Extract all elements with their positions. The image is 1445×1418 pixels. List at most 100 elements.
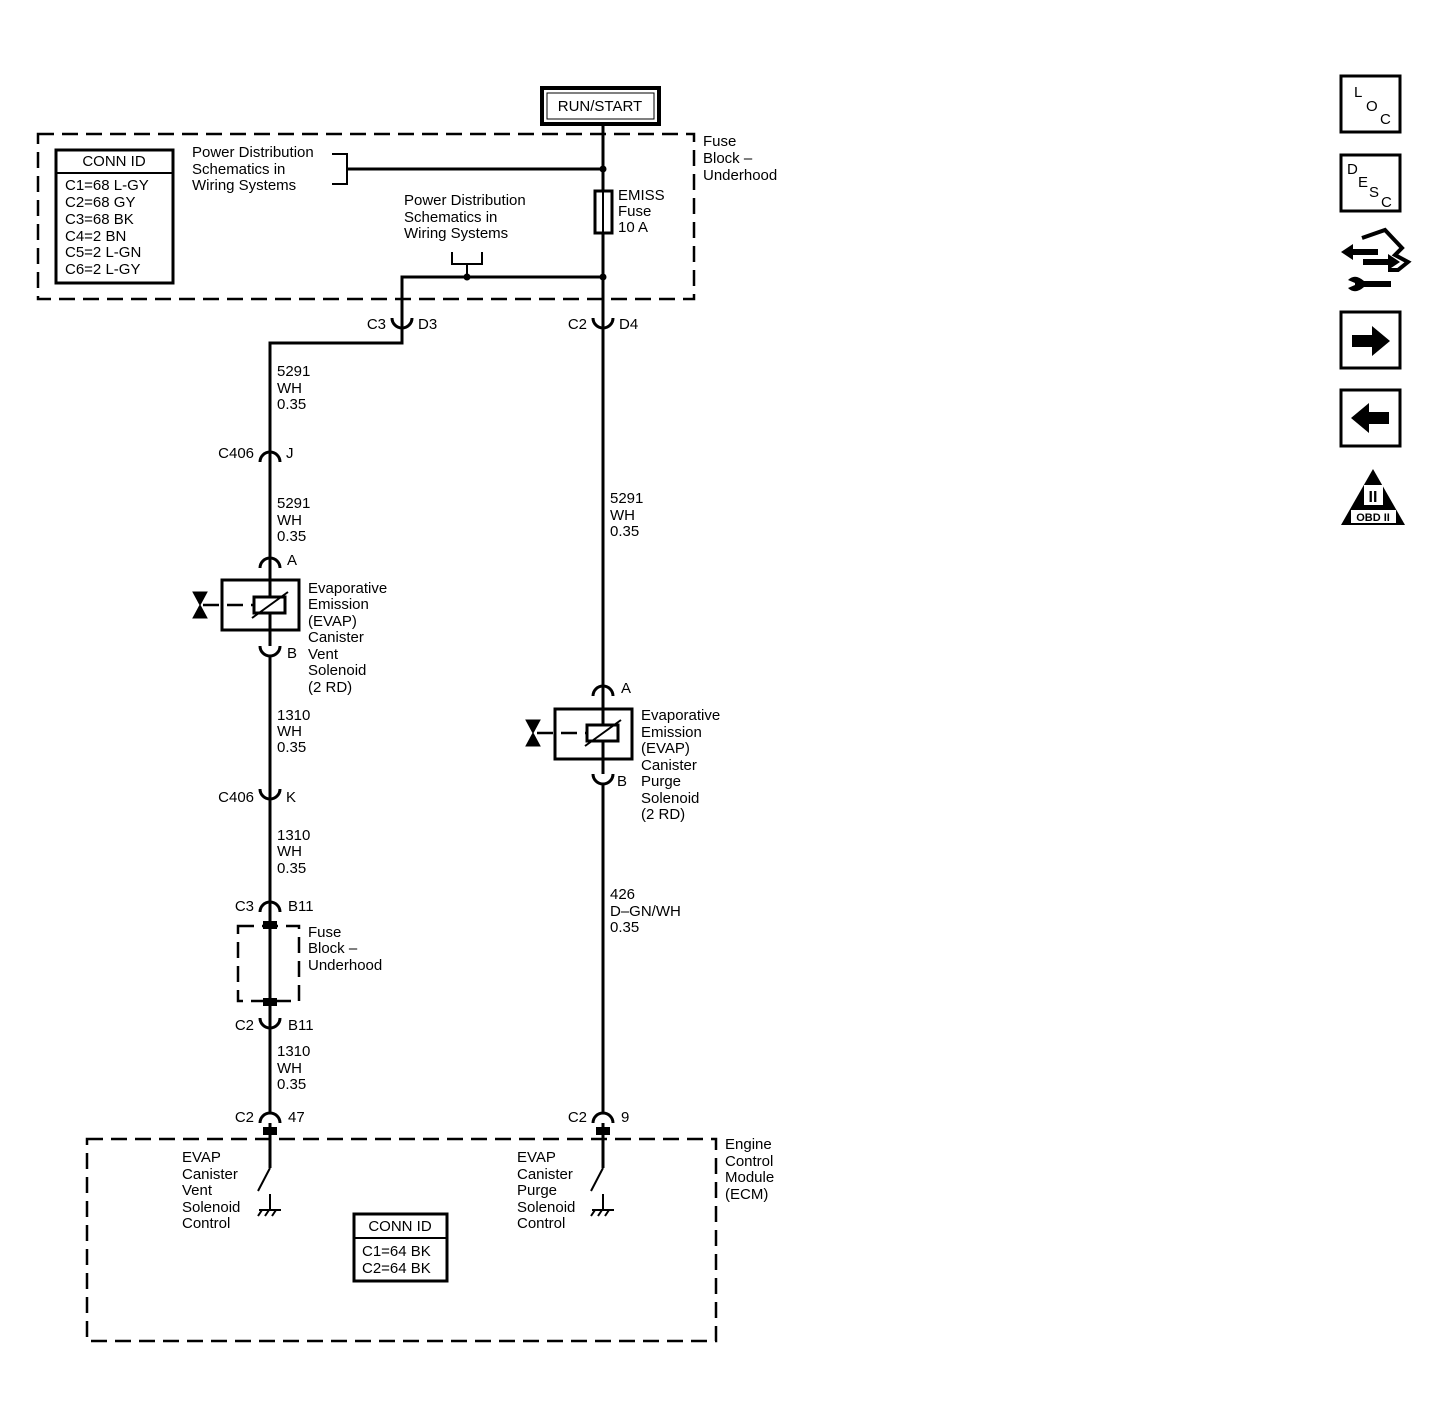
wire-5291-a — [268, 328, 404, 452]
valve-icon — [192, 591, 208, 619]
previous-page-button[interactable] — [1339, 388, 1402, 448]
svg-text:Underhood: Underhood — [308, 957, 382, 974]
ecm-purge-driver — [590, 1123, 614, 1217]
conn-id-row: C5=2 L-GN — [65, 244, 141, 261]
svg-text:C3: C3 — [235, 898, 254, 915]
svg-text:B: B — [617, 773, 627, 790]
ecm-vent-driver — [257, 1123, 281, 1217]
svg-text:5291: 5291 — [277, 495, 310, 512]
emiss-fuse-label: EMISS Fuse 10 A — [618, 187, 665, 236]
svg-text:10 A: 10 A — [618, 219, 648, 236]
svg-text:WH: WH — [277, 723, 302, 740]
svg-text:(EVAP): (EVAP) — [308, 613, 357, 630]
svg-text:Canister: Canister — [308, 629, 364, 646]
svg-text:WH: WH — [277, 380, 302, 397]
svg-text:Solenoid: Solenoid — [308, 662, 366, 679]
arrow-right-icon — [1352, 326, 1390, 356]
wire-label-1310-c: 1310 WH 0.35 — [277, 1043, 310, 1093]
svg-text:Evaporative: Evaporative — [308, 580, 387, 597]
svg-text:0.35: 0.35 — [610, 523, 639, 540]
svg-text:Module: Module — [725, 1169, 774, 1186]
svg-text:9: 9 — [621, 1109, 629, 1126]
connector-c2-b11: C2 B11 — [235, 1017, 314, 1034]
wire-label-5291-b: 5291 WH 0.35 — [277, 495, 310, 545]
svg-text:1310: 1310 — [277, 1043, 310, 1060]
conn-id-row: C6=2 L-GY — [65, 261, 140, 278]
svg-text:Control: Control — [725, 1153, 773, 1170]
arrow-left-icon — [1351, 403, 1389, 433]
description-button[interactable]: D E S C — [1339, 153, 1402, 213]
wire-label-426: 426 D–GN/WH 0.35 — [610, 886, 681, 936]
conn-id-row: C3=68 BK — [65, 211, 134, 228]
ecm-purge-control-label: EVAP Canister Purge Solenoid Control — [517, 1149, 575, 1232]
svg-text:Control: Control — [182, 1215, 230, 1232]
svg-text:K: K — [286, 789, 296, 806]
svg-text:S: S — [1369, 184, 1379, 201]
bus-wire-left — [400, 275, 603, 318]
connector-repair-button[interactable] — [1341, 227, 1412, 292]
conn-id-ecm-table: CONN ID C1=64 BK C2=64 BK — [352, 1212, 449, 1283]
svg-text:C2: C2 — [235, 1109, 254, 1126]
wire-label-1310-a: 1310 WH 0.35 — [277, 707, 310, 756]
svg-text:(ECM): (ECM) — [725, 1186, 768, 1203]
connector-c2-9: C2 9 — [568, 1109, 630, 1126]
connector-c3-b11: C3 B11 — [235, 898, 314, 915]
svg-text:Emission: Emission — [308, 596, 369, 613]
svg-text:C2: C2 — [235, 1017, 254, 1034]
purge-solenoid: A B — [525, 680, 634, 790]
wire-label-5291-a: 5291 WH 0.35 — [277, 363, 310, 413]
next-page-button[interactable] — [1339, 310, 1402, 370]
svg-text:Wiring Systems: Wiring Systems — [404, 225, 508, 242]
svg-text:B: B — [287, 645, 297, 662]
svg-text:5291: 5291 — [277, 363, 310, 380]
svg-text:D–GN/WH: D–GN/WH — [610, 903, 681, 920]
svg-text:426: 426 — [610, 886, 635, 903]
svg-text:EMISS: EMISS — [618, 187, 665, 204]
svg-text:B11: B11 — [288, 898, 314, 915]
conn-id-row: C1=64 BK — [362, 1243, 431, 1260]
ecm-vent-control-label: EVAP Canister Vent Solenoid Control — [182, 1149, 240, 1232]
conn-id-row: C4=2 BN — [65, 228, 126, 245]
svg-text:D: D — [1347, 161, 1358, 178]
splice-dot — [599, 165, 607, 173]
svg-text:O: O — [1366, 98, 1378, 115]
svg-text:(2 RD): (2 RD) — [641, 806, 685, 823]
vent-solenoid-label: Evaporative Emission (EVAP) Canister Ven… — [308, 580, 387, 696]
svg-text:C: C — [1380, 111, 1391, 128]
conn-id-row: C1=68 L-GY — [65, 177, 149, 194]
svg-text:EVAP: EVAP — [182, 1149, 221, 1166]
svg-text:Fuse: Fuse — [308, 924, 341, 941]
run-start-box: RUN/START — [540, 86, 661, 126]
obd-ii-button[interactable]: II OBD II — [1341, 469, 1405, 525]
svg-text:(EVAP): (EVAP) — [641, 740, 690, 757]
svg-text:Canister: Canister — [517, 1166, 573, 1183]
svg-text:E: E — [1358, 174, 1368, 191]
tool-connector-icon — [1341, 227, 1412, 292]
location-button[interactable]: L O C — [1339, 74, 1402, 134]
svg-text:B11: B11 — [288, 1017, 314, 1034]
svg-text:0.35: 0.35 — [277, 739, 306, 756]
svg-text:C: C — [1381, 194, 1392, 211]
svg-text:Canister: Canister — [182, 1166, 238, 1183]
svg-text:47: 47 — [288, 1109, 305, 1126]
wire-label-1310-b: 1310 WH 0.35 — [277, 827, 310, 877]
power-distribution-ref-2: Power Distribution Schematics in Wiring … — [404, 192, 526, 281]
valve-icon — [525, 719, 541, 747]
conn-id-fuse-table: CONN ID C1=68 L-GY C2=68 GY C3=68 BK C4=… — [54, 148, 175, 285]
svg-text:0.35: 0.35 — [277, 396, 306, 413]
svg-text:Purge: Purge — [641, 773, 681, 790]
svg-text:Vent: Vent — [308, 646, 339, 663]
connector-c2-47: C2 47 — [235, 1109, 305, 1126]
conn-id-row: C2=68 GY — [65, 194, 135, 211]
svg-text:Solenoid: Solenoid — [182, 1199, 240, 1216]
svg-text:Solenoid: Solenoid — [641, 790, 699, 807]
connector-c406-j: C406 J — [218, 445, 294, 463]
wire-label-5291-c: 5291 WH 0.35 — [610, 490, 643, 540]
svg-text:(2 RD): (2 RD) — [308, 679, 352, 696]
fuse-block-top-outline — [36, 132, 696, 301]
svg-text:1310: 1310 — [277, 707, 310, 724]
svg-text:Schematics in: Schematics in — [404, 209, 497, 226]
svg-text:C406: C406 — [218, 789, 254, 806]
svg-text:Control: Control — [517, 1215, 565, 1232]
svg-text:Purge: Purge — [517, 1182, 557, 1199]
